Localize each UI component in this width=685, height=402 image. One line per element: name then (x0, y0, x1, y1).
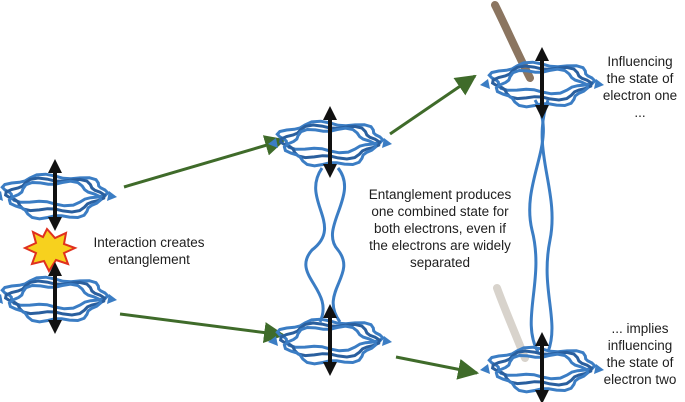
electron-one-label: Influencing the state of electron one ..… (600, 53, 680, 121)
electron-orbital-icon (0, 172, 117, 221)
electron-one-label-line: ... (634, 105, 646, 120)
electron-two-label-line: ... implies (611, 321, 669, 336)
spin-arrow-icon (323, 106, 337, 178)
entanglement-line-icon (540, 99, 554, 353)
faded-wand-stick-icon (493, 284, 529, 362)
entanglement-label-line: one combined state for (371, 204, 509, 219)
electrons (0, 47, 604, 402)
electron-two-label-line: the state of (606, 355, 674, 370)
spin-arrow-icon (323, 304, 337, 376)
green-arrow-icon (395, 355, 480, 380)
interaction-label: Interaction creates entanglement (86, 234, 212, 268)
electron-orbital-icon (268, 119, 392, 168)
interaction-label-line: Interaction creates (93, 235, 205, 250)
electron-orbital-icon (0, 275, 117, 324)
electron-one-label-line: the state of (606, 71, 674, 86)
entanglement-label-line: the electrons are widely (369, 238, 511, 253)
collision-burst-icon (22, 227, 78, 274)
flow-arrows (119, 74, 480, 380)
electron-one-label-line: Influencing (607, 54, 673, 69)
spin-arrow-icon (535, 47, 549, 119)
green-arrow-icon (119, 312, 286, 343)
electron-two-label-line: electron two (603, 372, 677, 387)
electron-orbital-icon (480, 345, 604, 394)
electron-one-label-line: electron one (602, 88, 678, 103)
electron-orbital-icon (268, 317, 392, 366)
entanglement-line-icon (304, 167, 326, 323)
interaction-label-line: entanglement (108, 252, 190, 267)
entanglement-line-icon (330, 167, 346, 323)
spin-arrow-icon (535, 332, 549, 402)
electron-orbital-icon (480, 60, 604, 109)
spin-arrow-icon (48, 159, 62, 231)
entanglement-label-line: Entanglement produces (368, 187, 512, 202)
spin-arrow-icon (48, 262, 62, 334)
electron-two-label-line: influencing (607, 338, 673, 353)
entanglement-label-line: both electrons, even if (373, 221, 507, 236)
entanglement-links (304, 99, 554, 353)
entanglement-label-line: separated (409, 255, 471, 270)
green-arrow-icon (389, 74, 477, 136)
entanglement-label: Entanglement produces one combined state… (350, 186, 530, 271)
electron-two-label: ... implies influencing the state of ele… (600, 320, 680, 388)
green-arrow-icon (123, 135, 287, 189)
